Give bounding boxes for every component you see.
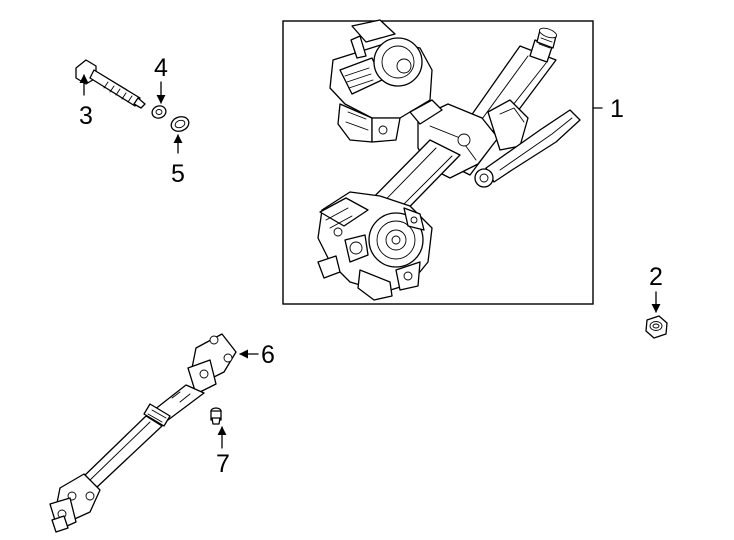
lock-washer	[151, 105, 167, 119]
intermediate-shaft	[49, 333, 237, 533]
bolt	[75, 59, 146, 109]
steering-column-group-box	[282, 20, 594, 305]
callout-5: 5	[171, 160, 185, 188]
callout-4: 4	[154, 54, 168, 82]
callout-6: 6	[261, 341, 275, 369]
callout-2: 2	[649, 263, 663, 291]
callout-3: 3	[79, 102, 93, 130]
callout-1: 1	[610, 95, 624, 123]
nut	[645, 315, 668, 339]
callout-7: 7	[216, 450, 230, 478]
flat-washer	[170, 116, 190, 132]
steering-column-assembly	[317, 19, 581, 301]
pinch-bolt	[210, 407, 222, 425]
